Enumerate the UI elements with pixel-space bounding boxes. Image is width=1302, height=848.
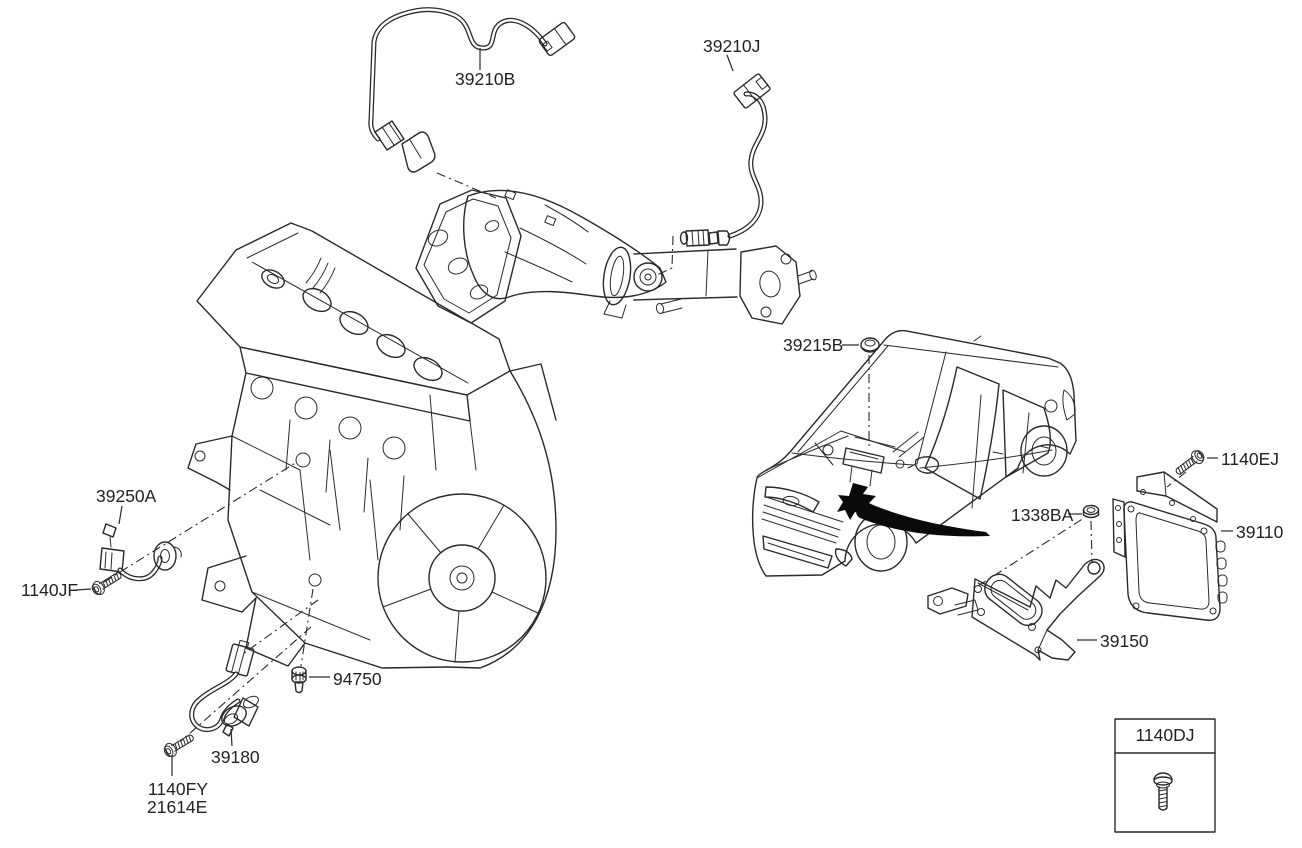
- bolt-icon-1140FY: [161, 730, 197, 760]
- part-label-39150: 39150: [1100, 631, 1149, 651]
- crankshaft-sensor-drawing: [180, 599, 319, 742]
- connector-icon: [538, 21, 576, 57]
- part-label-39180: 39180: [211, 747, 260, 767]
- front-oxygen-sensor-drawing: [368, 7, 576, 199]
- vehicle-drawing: [751, 329, 1077, 577]
- ecu-drawing: [1112, 471, 1228, 621]
- ecu-bracket-drawing: [927, 558, 1105, 661]
- location-arrow: [856, 502, 990, 537]
- leader-39210J: [726, 54, 734, 72]
- leader-39180: [230, 728, 233, 747]
- legend-box: 1140DJ: [1114, 718, 1216, 833]
- exhaust-manifold-drawing: [415, 189, 817, 325]
- pressure-switch-drawing: [291, 588, 314, 694]
- part-label-1140EJ: 1140EJ: [1221, 449, 1279, 469]
- part-label-1140FY: 1140FY: [148, 779, 208, 799]
- rear-oxygen-sensor-drawing: [656, 73, 771, 276]
- part-label-39215B: 39215B: [783, 335, 843, 355]
- part-label-1140DJ: 1140DJ: [1135, 725, 1194, 745]
- leader-1140JF: [75, 588, 92, 591]
- part-label-1338BA: 1338BA: [1011, 505, 1074, 525]
- leader-39250A: [118, 505, 123, 525]
- location-marker: [837, 483, 878, 520]
- part-label-39210B: 39210B: [455, 69, 515, 89]
- part-label-39250A: 39250A: [96, 486, 157, 506]
- connector-icon: [733, 73, 771, 109]
- part-label-39210J: 39210J: [703, 36, 760, 56]
- bolt-icon-1140DJ: [1153, 772, 1173, 811]
- part-label-39110: 39110: [1236, 522, 1284, 542]
- knock-sensor-drawing: [99, 461, 298, 583]
- bolt-icon-1140JF: [89, 567, 125, 598]
- part-label-1140JF: 1140JF: [21, 580, 78, 600]
- engine-drawing: [187, 222, 557, 669]
- part-label-21614E: 21614E: [147, 797, 207, 817]
- bolt-icon-1140EJ: [1172, 447, 1208, 479]
- grommet-drawing: [860, 337, 880, 447]
- part-label-94750: 94750: [333, 669, 382, 689]
